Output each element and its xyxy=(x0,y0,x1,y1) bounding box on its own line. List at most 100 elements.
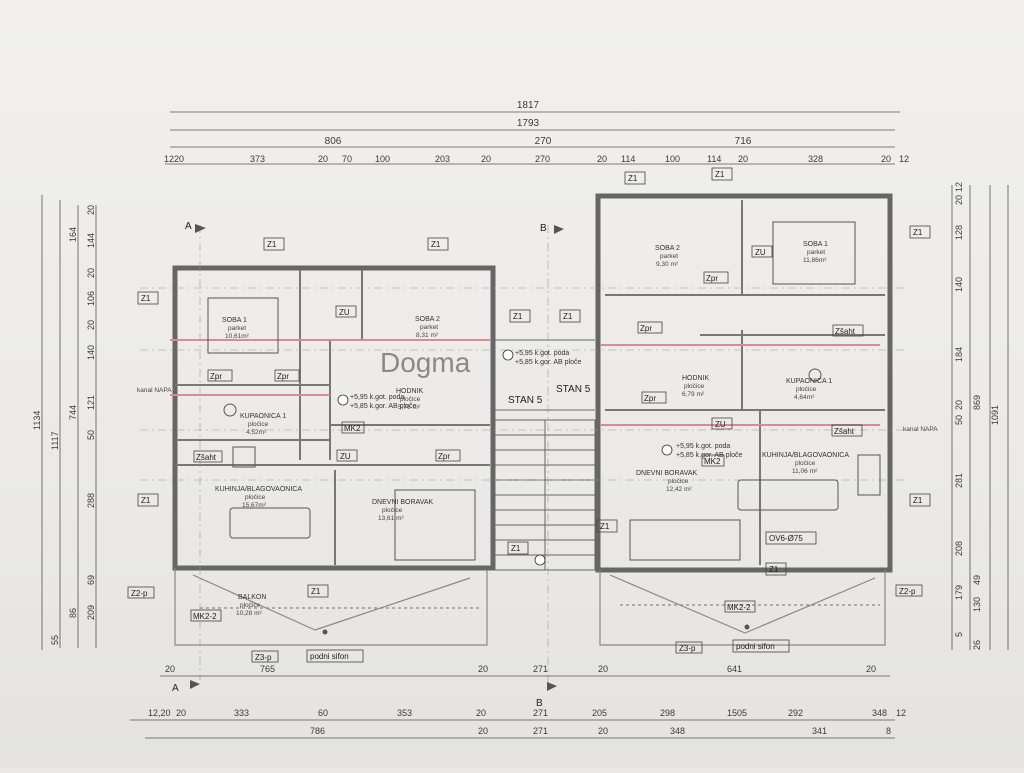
svg-text:Z3-p: Z3-p xyxy=(679,644,696,653)
svg-text:121: 121 xyxy=(86,395,96,410)
svg-text:12: 12 xyxy=(899,154,909,164)
rooms-left: SOBA 1 parket 10,61m² SOBA 2 parket 8,31… xyxy=(215,316,440,617)
room-right-hodnik: HODNIK pločice 6,79 m² xyxy=(682,375,710,398)
svg-text:BALKON: BALKON xyxy=(238,594,266,601)
dining-table-right xyxy=(737,479,839,511)
svg-text:11,06 m²: 11,06 m² xyxy=(792,468,818,475)
level-symbol-icon xyxy=(661,444,673,456)
svg-text:HODNIK: HODNIK xyxy=(682,375,710,382)
svg-text:ZU: ZU xyxy=(715,420,726,429)
svg-text:353: 353 xyxy=(397,708,412,718)
svg-text:641: 641 xyxy=(727,664,742,674)
tag-zsaht-boxes xyxy=(193,324,864,463)
svg-text:128: 128 xyxy=(954,225,964,240)
svg-text:114: 114 xyxy=(707,154,721,164)
room-left-dnevni: DNEVNI BORAVAK pločice 13,61 m² xyxy=(372,499,434,522)
apartment-label-2: STAN 5 xyxy=(556,384,591,395)
tag-sifon-labels: podni sifon podni sifon xyxy=(310,642,775,661)
svg-text:20: 20 xyxy=(86,268,96,278)
svg-text:20: 20 xyxy=(598,664,608,674)
sofa-right xyxy=(629,519,741,561)
bottom-dimension-row-1: 20 765 20 271 20 641 20 xyxy=(165,664,876,674)
left-balcony xyxy=(174,568,488,646)
svg-text:HODNIK: HODNIK xyxy=(396,388,424,395)
svg-text:20: 20 xyxy=(176,708,186,718)
svg-text:Zpr: Zpr xyxy=(644,394,656,403)
svg-text:13,61 m²: 13,61 m² xyxy=(378,515,404,522)
svg-text:12: 12 xyxy=(954,182,964,192)
room-left-kuhinja: KUHINJA/BLAGOVAONICA pločice 15,67m² xyxy=(215,486,302,509)
svg-text:49: 49 xyxy=(972,575,982,585)
svg-text:20: 20 xyxy=(598,726,608,736)
svg-text:Z2-p: Z2-p xyxy=(131,589,148,598)
right-balcony xyxy=(599,570,886,646)
svg-text:348: 348 xyxy=(872,708,887,718)
toilet-left xyxy=(223,403,237,417)
room-left-soba1: SOBA 1 parket 10,61m² xyxy=(222,317,250,340)
svg-text:+5,85 k.gor. AB ploče: +5,85 k.gor. AB ploče xyxy=(676,452,742,459)
svg-text:11,86m²: 11,86m² xyxy=(803,257,827,264)
svg-text:parket: parket xyxy=(420,324,438,331)
bed-left-1 xyxy=(207,297,279,354)
room-right-kupaonica: KUPAONICA 1 pločice 4,64m² xyxy=(786,378,832,401)
svg-text:Z1: Z1 xyxy=(511,544,521,553)
svg-text:ZU: ZU xyxy=(755,248,766,257)
svg-text:pločice: pločice xyxy=(684,383,705,390)
svg-text:ZU: ZU xyxy=(339,308,350,317)
svg-text:10,28 m²: 10,28 m² xyxy=(236,610,262,617)
svg-text:Z1: Z1 xyxy=(431,240,441,249)
svg-text:Z1: Z1 xyxy=(267,240,277,249)
svg-text:179: 179 xyxy=(954,585,964,600)
room-left-balkon: BALKON pločice 10,28 m² xyxy=(236,594,266,617)
right-unit-interior-walls xyxy=(605,200,885,565)
svg-text:9,30 m²: 9,30 m² xyxy=(656,261,679,268)
svg-text:60: 60 xyxy=(318,708,328,718)
tag-z3p-boxes xyxy=(251,641,703,663)
rooms-right: SOBA 2 parket 9,30 m² SOBA 1 parket 11,8… xyxy=(636,241,849,493)
svg-text:20: 20 xyxy=(866,664,876,674)
svg-text:Z1: Z1 xyxy=(769,565,779,574)
svg-text:765: 765 xyxy=(260,664,275,674)
svg-text:114: 114 xyxy=(621,154,635,164)
svg-text:348: 348 xyxy=(670,726,685,736)
svg-text:pločice: pločice xyxy=(400,396,421,403)
svg-text:pločice: pločice xyxy=(796,386,817,393)
section-arrow-a-top xyxy=(195,224,206,233)
section-marker-b-top: B xyxy=(540,223,547,234)
tag-z1 xyxy=(137,167,931,598)
svg-text:SOBA 2: SOBA 2 xyxy=(415,316,440,323)
dim-total-2: 1793 xyxy=(517,118,540,129)
svg-text:208: 208 xyxy=(954,541,964,556)
svg-text:podni sifon: podni sifon xyxy=(310,652,349,661)
svg-text:pločice: pločice xyxy=(382,507,403,514)
svg-text:+5,85 k.gor. AB ploče: +5,85 k.gor. AB ploče xyxy=(515,359,581,366)
svg-text:271: 271 xyxy=(533,664,548,674)
room-right-soba2: SOBA 2 parket 9,30 m² xyxy=(655,245,680,268)
svg-text:271: 271 xyxy=(533,708,548,718)
section-arrow-a-bottom xyxy=(190,680,200,689)
svg-text:MK2-2: MK2-2 xyxy=(727,603,751,612)
svg-text:20: 20 xyxy=(881,154,891,164)
left-vertical-dimension-labels: 1134 1117 744 164 20 144 20 106 20 140 1… xyxy=(32,205,96,645)
svg-text:KUPAONICA 1: KUPAONICA 1 xyxy=(786,378,832,385)
svg-text:12: 12 xyxy=(896,708,906,718)
dim-total-1: 1817 xyxy=(517,100,540,111)
kitchen-sink-right xyxy=(857,454,881,496)
staircase xyxy=(494,339,596,571)
svg-text:5: 5 xyxy=(954,632,964,637)
svg-text:Zpr: Zpr xyxy=(438,452,450,461)
svg-text:parket: parket xyxy=(228,325,246,332)
tag-zpr-labels: Zpr Zpr Zpr Zpr Zpr Zpr xyxy=(210,274,718,461)
svg-text:DNEVNI BORAVAK: DNEVNI BORAVAK xyxy=(372,499,434,506)
dining-table-left xyxy=(229,507,311,539)
svg-text:373: 373 xyxy=(250,154,265,164)
svg-text:70: 70 xyxy=(342,154,352,164)
left-unit-walls xyxy=(172,265,496,571)
tag-mk2-labels: MK2 MK2 MK2-2 MK2-2 xyxy=(193,424,751,621)
svg-text:55: 55 xyxy=(50,635,60,645)
svg-text:20: 20 xyxy=(597,154,607,164)
svg-text:209: 209 xyxy=(86,605,96,620)
svg-text:271: 271 xyxy=(533,726,548,736)
svg-text:Z1: Z1 xyxy=(513,312,523,321)
